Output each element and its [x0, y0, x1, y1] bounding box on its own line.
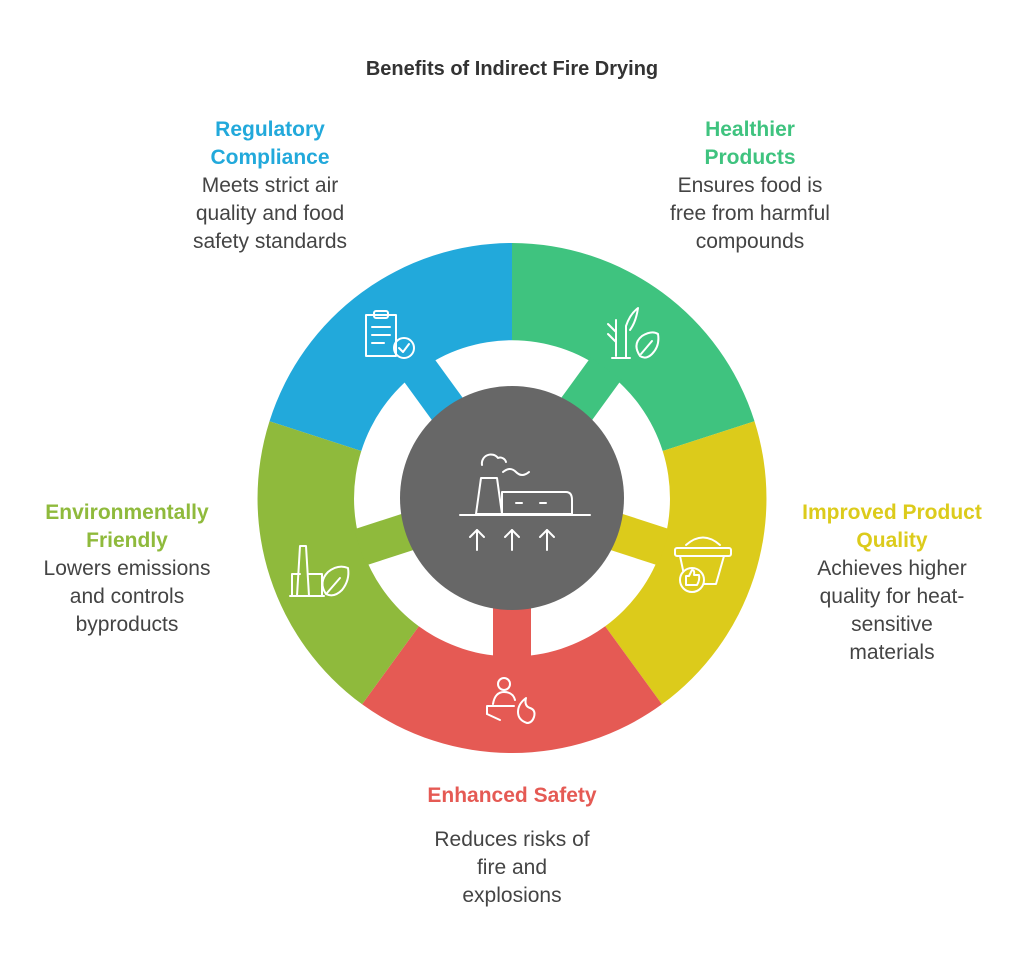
- clipboard-check-icon: [365, 310, 415, 359]
- segment-quality: [605, 421, 767, 705]
- label-environment: Environmentally Friendly Lowers emission…: [14, 499, 240, 639]
- person-fire-icon: [486, 677, 536, 724]
- segment-environment: [257, 421, 419, 705]
- environment-description: Lowers emissions and controls byproducts: [43, 557, 211, 636]
- regulatory-description: Meets strict air quality and food safety…: [192, 174, 348, 253]
- label-safety: Enhanced Safety Reduces risks of fire an…: [392, 782, 632, 910]
- safety-description: Reduces risks of fire and explosions: [434, 828, 590, 907]
- label-healthier: Healthier Products Ensures food is free …: [630, 116, 870, 256]
- safety-title: Enhanced Safety: [427, 784, 597, 807]
- healthier-description: Ensures food is free from harmful compou…: [670, 174, 830, 253]
- factory-leaf-icon: [289, 545, 350, 597]
- segment-healthier: [512, 243, 755, 451]
- diagram-title: Benefits of Indirect Fire Drying: [365, 58, 659, 80]
- plant-leaf-icon: [607, 307, 660, 359]
- segment-safety: [362, 626, 662, 754]
- regulatory-title: Regulatory Compliance: [210, 118, 330, 169]
- environment-title: Environmentally Friendly: [45, 501, 209, 552]
- healthier-title: Healthier Products: [704, 118, 796, 169]
- segment-regulatory: [269, 243, 512, 451]
- label-regulatory: Regulatory Compliance Meets strict air q…: [150, 116, 390, 256]
- basket-thumbs-up-icon: [674, 536, 732, 593]
- quality-description: Achieves higher quality for heat- sensit…: [817, 557, 967, 664]
- label-quality: Improved Product Quality Achieves higher…: [778, 499, 1006, 667]
- factory-drying-icon: [459, 453, 591, 551]
- quality-title: Improved Product Quality: [802, 501, 982, 552]
- center-circle: [400, 386, 624, 610]
